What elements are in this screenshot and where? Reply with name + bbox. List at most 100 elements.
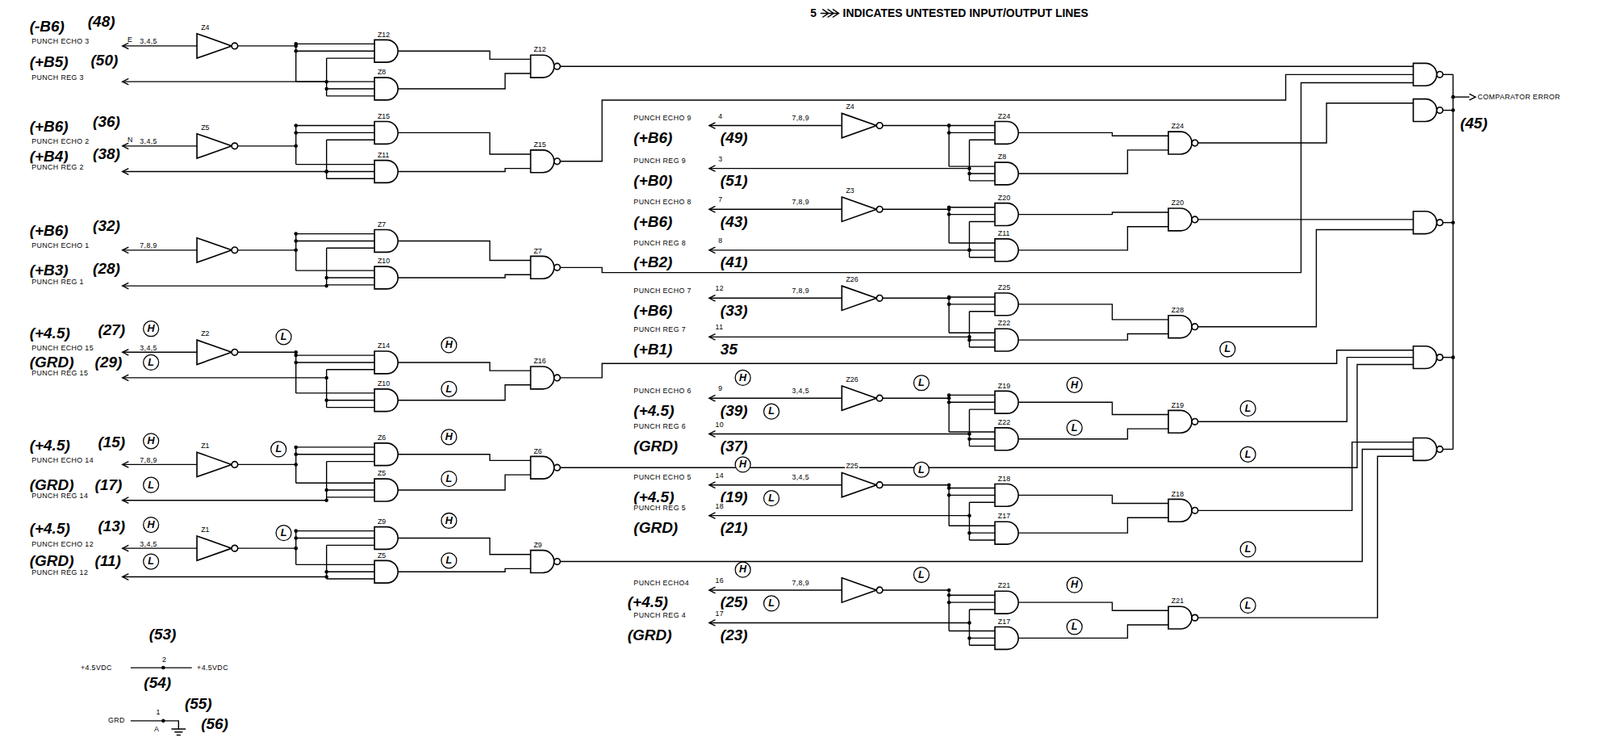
handwritten-label: (48) — [86, 12, 116, 30]
nand-gate — [1413, 62, 1444, 86]
wire — [559, 350, 1413, 378]
handwritten-label: (+B5) — [28, 53, 70, 71]
wire — [559, 363, 1413, 468]
signal-name: 3 — [717, 154, 724, 163]
wire — [1018, 428, 1169, 439]
logic-level: L — [1240, 597, 1257, 614]
wire — [1018, 401, 1169, 414]
junction-dot — [947, 123, 952, 128]
gate-designator: Z11 — [997, 229, 1011, 238]
signal-name: PUNCH ECHO 5 — [632, 473, 693, 481]
gate-designator: Z6 — [376, 433, 388, 441]
wire — [709, 297, 842, 299]
wire — [709, 619, 716, 627]
and-gate — [374, 77, 398, 101]
wire — [1198, 229, 1414, 327]
gate-designator: Z18 — [1170, 489, 1186, 498]
wire — [296, 537, 375, 539]
junction-dot — [947, 593, 952, 598]
handwritten-label: (+4.5) — [632, 401, 676, 418]
signal-name: 3,4,5 — [138, 539, 159, 548]
signal-name: 17 — [714, 609, 725, 617]
gate-designator: Z26 — [844, 275, 860, 283]
gate-designator: Z15 — [376, 112, 392, 120]
wire — [1453, 96, 1470, 97]
handwritten-label: (+B3) — [28, 261, 70, 279]
junction-dot — [324, 574, 329, 579]
logic-level: H — [440, 336, 457, 353]
signal-name: 4 — [717, 112, 724, 120]
signal-name: PUNCH REG 1 — [30, 277, 85, 285]
nand-gate — [1168, 498, 1199, 522]
wire — [969, 408, 995, 410]
logic-level: L — [1240, 400, 1257, 417]
and-gate — [994, 162, 1019, 185]
signal-name: PUNCH REG 9 — [632, 157, 687, 165]
handwritten-label: (38) — [91, 145, 122, 163]
gate-designator: Z18 — [997, 474, 1012, 482]
logic-level: H — [1066, 376, 1083, 393]
wire — [122, 246, 130, 254]
junction-dot — [161, 718, 166, 723]
signal-name: 7,8,9 — [790, 197, 811, 205]
wire — [882, 208, 949, 210]
signal-name: 3,4,5 — [138, 37, 159, 46]
wire — [122, 547, 197, 548]
junction-dot — [967, 431, 972, 436]
gate-designator: Z17 — [997, 512, 1012, 520]
junction-dot — [324, 569, 329, 574]
wire — [969, 221, 995, 222]
wire — [948, 525, 995, 527]
wire — [948, 484, 949, 527]
logic-level: H — [735, 455, 752, 473]
handwritten-label: (GRD) — [626, 625, 673, 643]
wire — [325, 247, 327, 286]
wire — [1442, 74, 1454, 76]
signal-name: PUNCH ECHO4 — [632, 578, 690, 586]
wire — [326, 139, 375, 141]
junction-dot — [967, 338, 972, 343]
wire — [238, 351, 297, 353]
logic-level: H — [142, 320, 159, 337]
wire — [1198, 455, 1414, 618]
junction-dot — [324, 375, 329, 381]
logic-level: L — [142, 476, 159, 493]
wire — [296, 446, 375, 447]
handwritten-label: (+B2) — [632, 253, 674, 271]
and-gate — [374, 39, 398, 63]
wire — [326, 276, 375, 278]
wire — [969, 310, 995, 312]
wire — [1018, 212, 1169, 215]
gate-designator: Z2 — [200, 329, 211, 337]
wire — [948, 303, 995, 305]
signal-name: 8 — [717, 236, 724, 244]
signal-name: GRD — [107, 716, 126, 724]
and-gate — [374, 266, 398, 289]
junction-dot — [967, 171, 972, 176]
inverter-gate — [196, 133, 239, 159]
wire — [326, 171, 375, 172]
wire — [969, 445, 995, 447]
signal-name: PUNCH REG 2 — [30, 162, 85, 171]
logic-level: L — [142, 354, 159, 371]
wire — [1198, 218, 1414, 220]
inverter-gate — [841, 472, 883, 498]
wire — [709, 334, 716, 341]
wire — [397, 50, 531, 59]
logic-level: L — [440, 470, 457, 487]
wire — [709, 512, 716, 519]
wire — [948, 487, 995, 489]
and-gate — [994, 483, 1019, 506]
signal-name: 10 — [714, 420, 725, 428]
handwritten-label: (GRD) — [632, 436, 679, 454]
signal-name: PUNCH REG 6 — [632, 422, 687, 431]
wire — [709, 397, 842, 399]
gate-designator: Z11 — [376, 150, 391, 159]
junction-dot — [293, 123, 298, 128]
junction-dot — [1451, 220, 1456, 225]
wire — [1018, 494, 1169, 503]
signal-name: PUNCH ECHO 14 — [30, 455, 95, 464]
wire — [122, 576, 327, 577]
handwritten-label: (+B6) — [632, 212, 674, 230]
junction-dot — [324, 397, 329, 402]
